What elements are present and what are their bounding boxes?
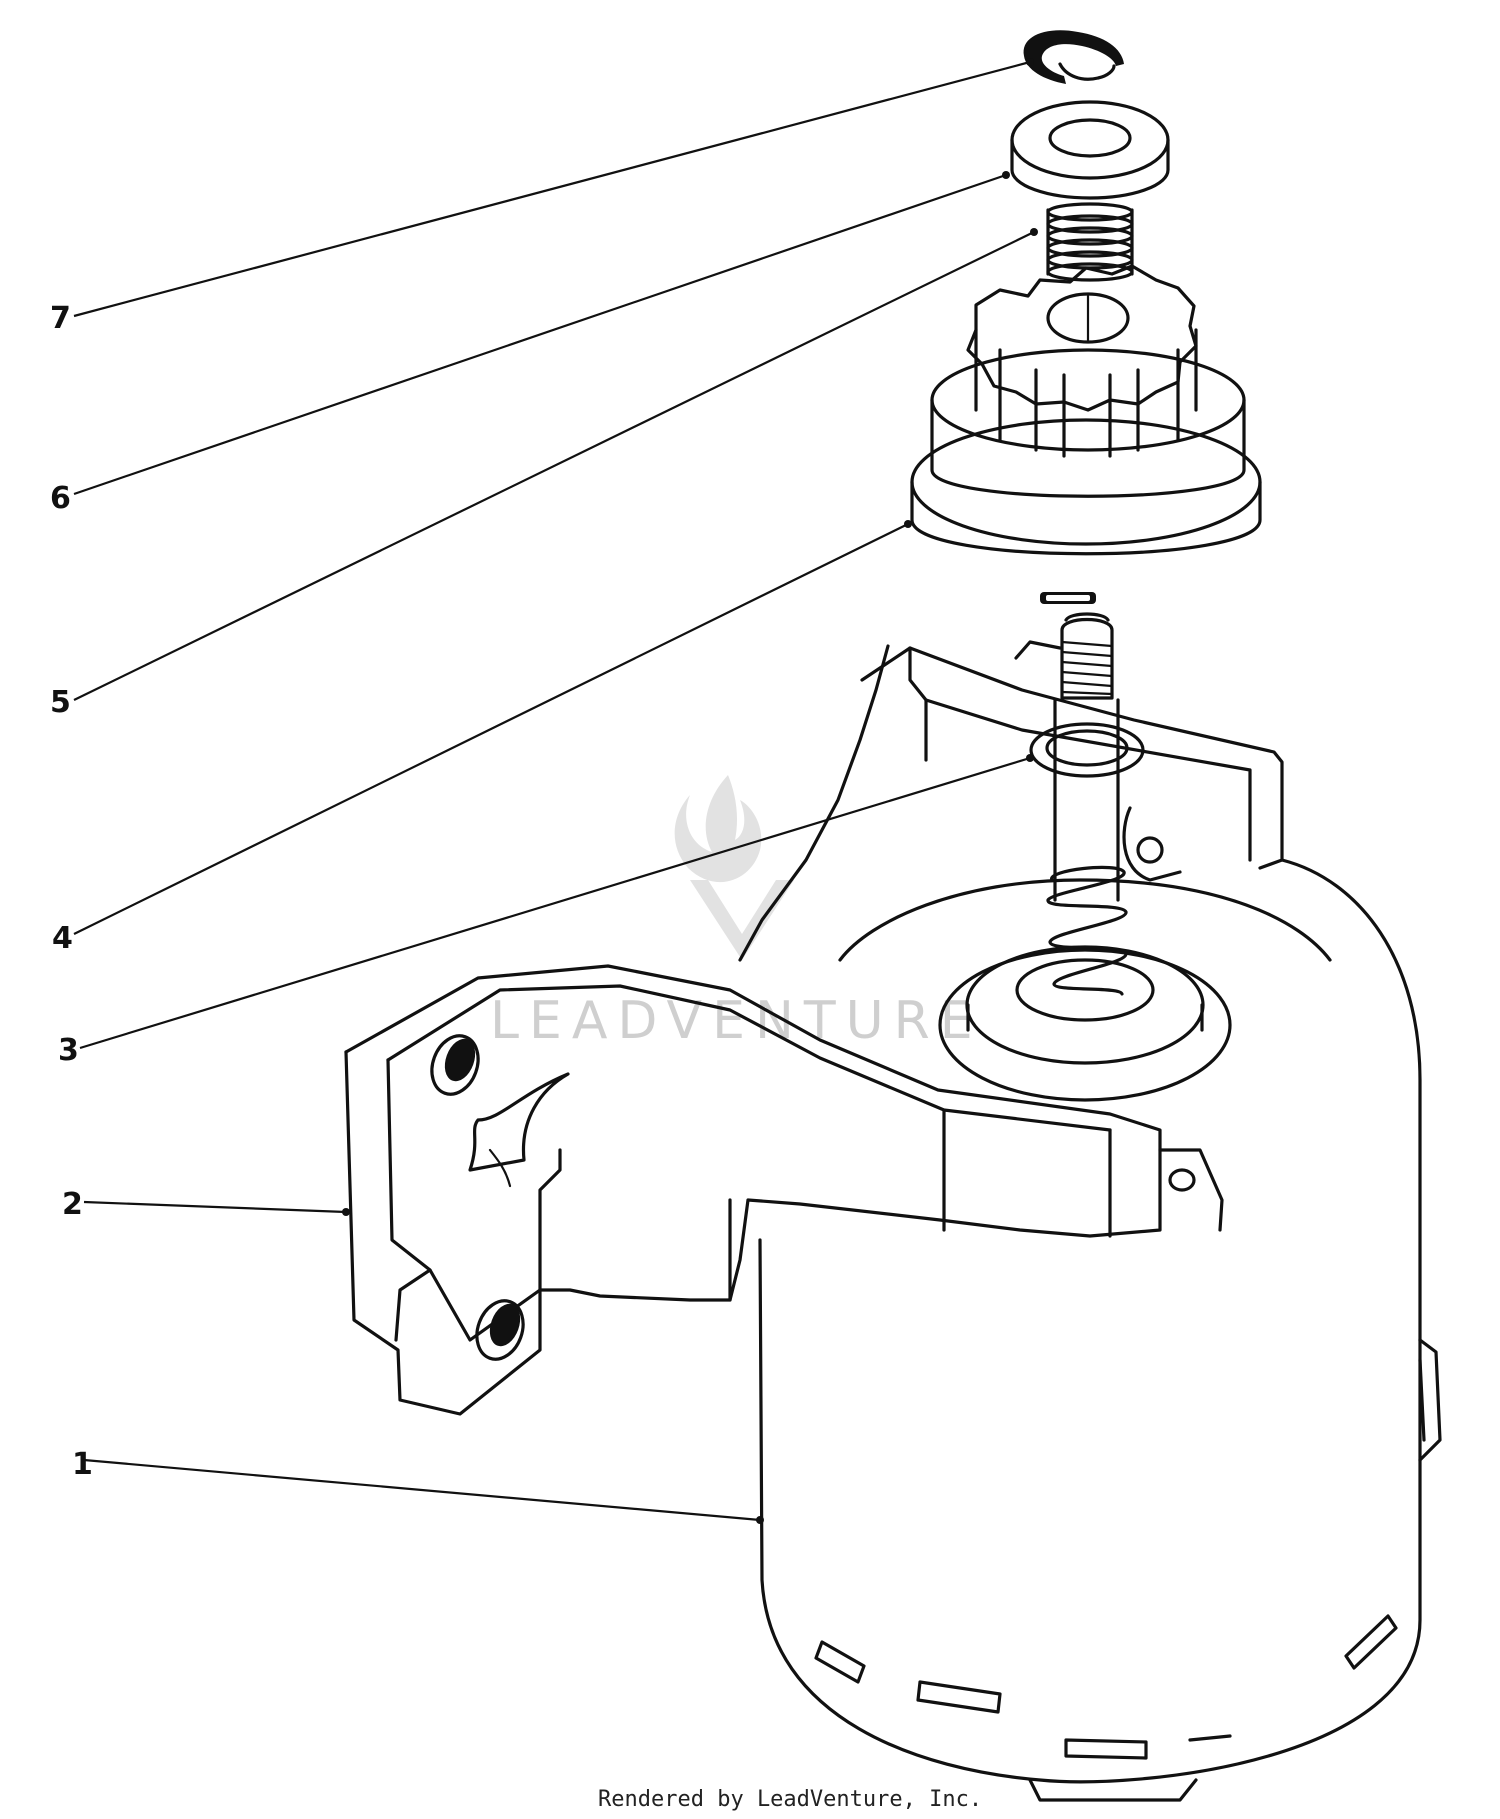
leader-7 xyxy=(73,60,1031,318)
callout-4: 4 xyxy=(52,921,73,956)
callout-3: 3 xyxy=(58,1033,79,1068)
callout-5: 5 xyxy=(50,685,71,720)
watermark-v-icon xyxy=(690,880,794,960)
part-6-collar xyxy=(1010,100,1170,200)
watermark-flame-icon xyxy=(674,775,762,883)
part-7-clip xyxy=(1023,30,1124,84)
callout-6: 6 xyxy=(50,481,71,516)
callout-7: 7 xyxy=(50,301,71,336)
part-2-bracket xyxy=(344,640,1284,1416)
leader-4 xyxy=(73,523,909,935)
watermark-text: LEADVENTURE xyxy=(490,991,983,1051)
part-3-washer-shaft xyxy=(1029,612,1145,996)
part-1-motor xyxy=(758,858,1442,1802)
callout-1: 1 xyxy=(72,1447,93,1482)
callouts: 7 6 5 4 3 2 1 xyxy=(50,301,93,1482)
part-4-pinion-gear xyxy=(910,264,1262,604)
leader-lines xyxy=(73,58,1038,1524)
leader-6 xyxy=(73,173,1007,496)
footer-credit: Rendered by LeadVenture, Inc. xyxy=(598,1787,982,1812)
callout-2: 2 xyxy=(62,1187,83,1222)
leader-2 xyxy=(83,1200,347,1214)
vent-slots xyxy=(814,1614,1398,1760)
watermark: LEADVENTURE xyxy=(490,775,983,1051)
leader-5 xyxy=(73,231,1035,701)
leader-1 xyxy=(83,1458,761,1522)
leader-3 xyxy=(79,756,1031,1050)
